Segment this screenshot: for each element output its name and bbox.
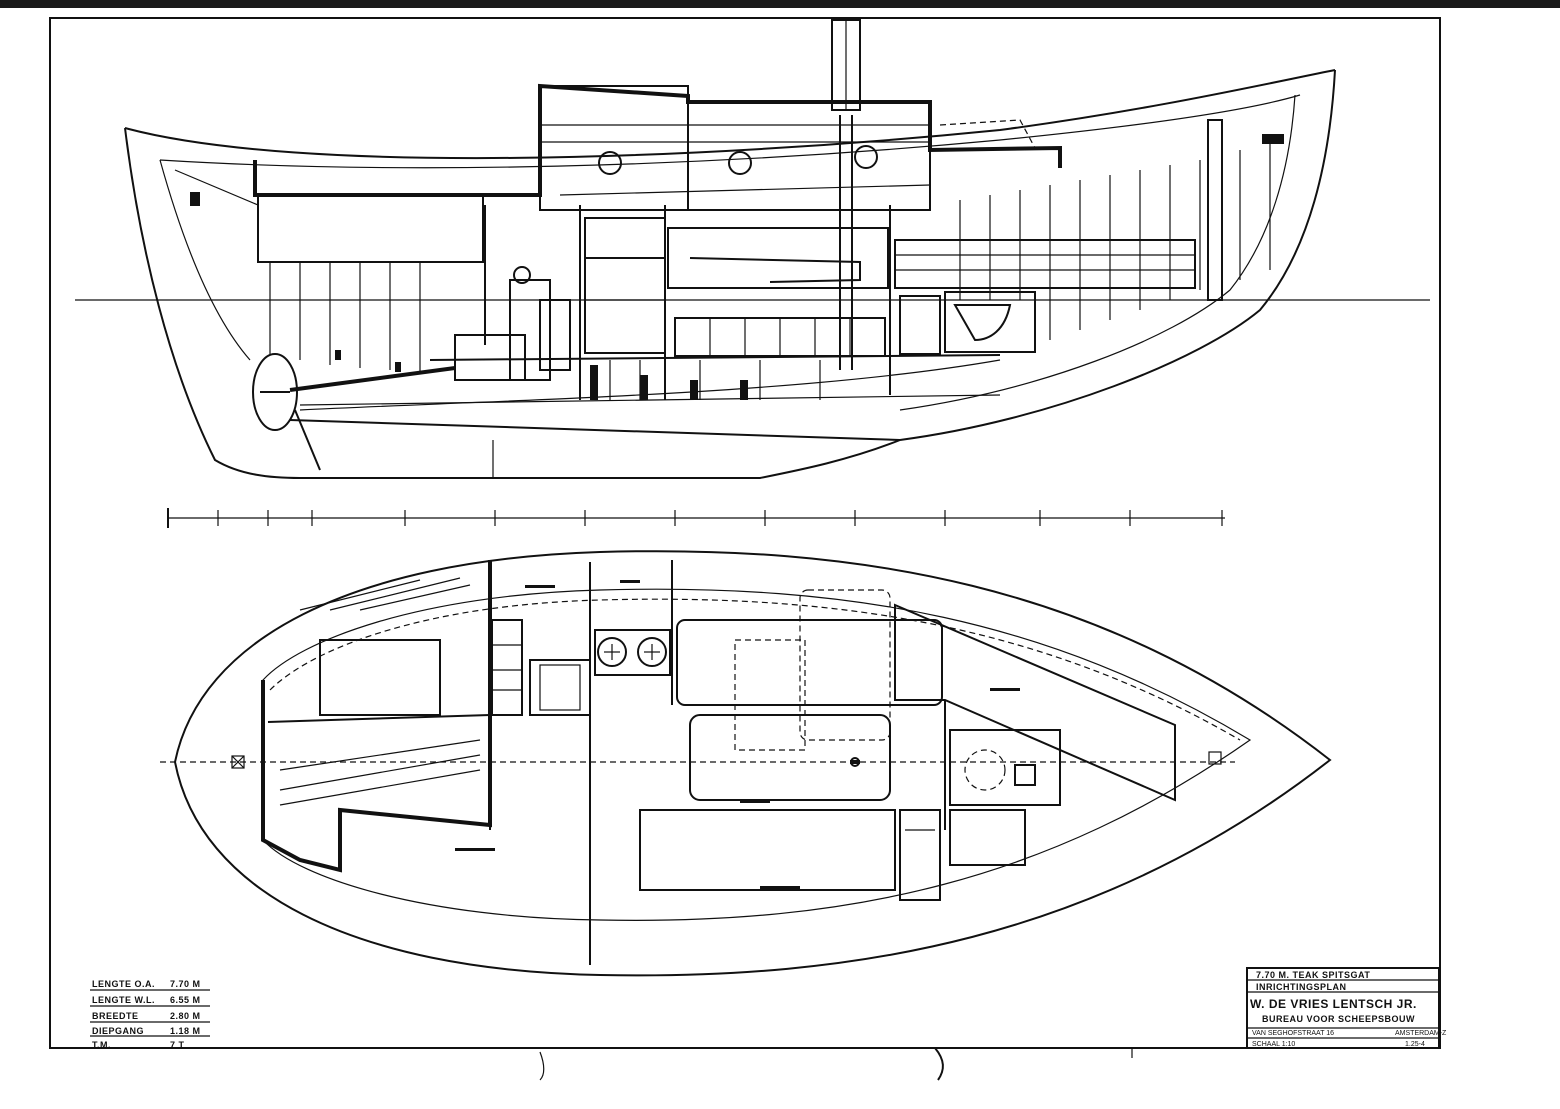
porthole-icon [728, 151, 752, 175]
porthole-icon [598, 151, 622, 175]
stern-outline [124, 127, 301, 479]
plan-view [160, 550, 1332, 977]
toilet-icon [953, 304, 1012, 342]
scale-bar [167, 508, 1225, 528]
keel [289, 419, 901, 479]
saloon-table [689, 714, 891, 801]
stove-burner-icon [597, 637, 627, 667]
stove-burner-icon [637, 637, 667, 667]
spec-label: BREEDTE [92, 1011, 139, 1021]
spec-label: LENGTE O.A. [92, 979, 155, 989]
city: AMSTERDAM-Z [1395, 1030, 1447, 1037]
drawing-number: 1.25-4 [1405, 1041, 1425, 1048]
bow-stem [899, 69, 1336, 441]
spec-value: 2.80 M [170, 1011, 201, 1021]
deckhouse-outline [253, 83, 1062, 197]
cockpit-well [257, 194, 484, 263]
settee-starboard [639, 809, 896, 891]
spec-value: 1.18 M [170, 1026, 201, 1036]
porthole-icon [854, 145, 878, 169]
vessel-name: 7.70 M. TEAK SPITSGAT [1256, 970, 1370, 980]
engine [454, 266, 571, 381]
spec-table: LENGTE O.A. 7.70 M LENGTE W.L. 6.55 M BR… [90, 979, 210, 1050]
spec-label: LENGTE W.L. [92, 995, 155, 1005]
prop-shaft [289, 366, 456, 392]
plan-type: INRICHTINGSPLAN [1256, 982, 1347, 992]
sheer-line [124, 69, 1336, 160]
spec-value: 6.55 M [170, 995, 201, 1005]
title-block: 7.70 M. TEAK SPITSGAT INRICHTINGSPLAN W.… [1246, 967, 1447, 1049]
profile-view [75, 19, 1430, 479]
forward-berth [894, 239, 1196, 289]
spec-value: 7 T [170, 1040, 185, 1050]
drawing-frame [49, 17, 1441, 1049]
spec-label: DIEPGANG [92, 1026, 144, 1036]
settee-port [676, 619, 943, 706]
sink-icon [539, 664, 581, 711]
spec-value: 7.70 M [170, 979, 201, 989]
propeller-icon [252, 353, 298, 431]
address: VAN SEGHOFSTRAAT 16 [1252, 1030, 1334, 1037]
scale: SCHAAL 1:10 [1252, 1041, 1295, 1048]
photo-edge [0, 0, 1560, 8]
rudder [294, 409, 321, 471]
designer-name: W. DE VRIES LENTSCH JR. [1250, 997, 1417, 1011]
spec-label: T.M. [92, 1040, 111, 1050]
hull-outline [173, 550, 1332, 977]
toilet-icon [964, 749, 1006, 791]
office-name: BUREAU VOOR SCHEEPSBOUW [1262, 1014, 1415, 1024]
